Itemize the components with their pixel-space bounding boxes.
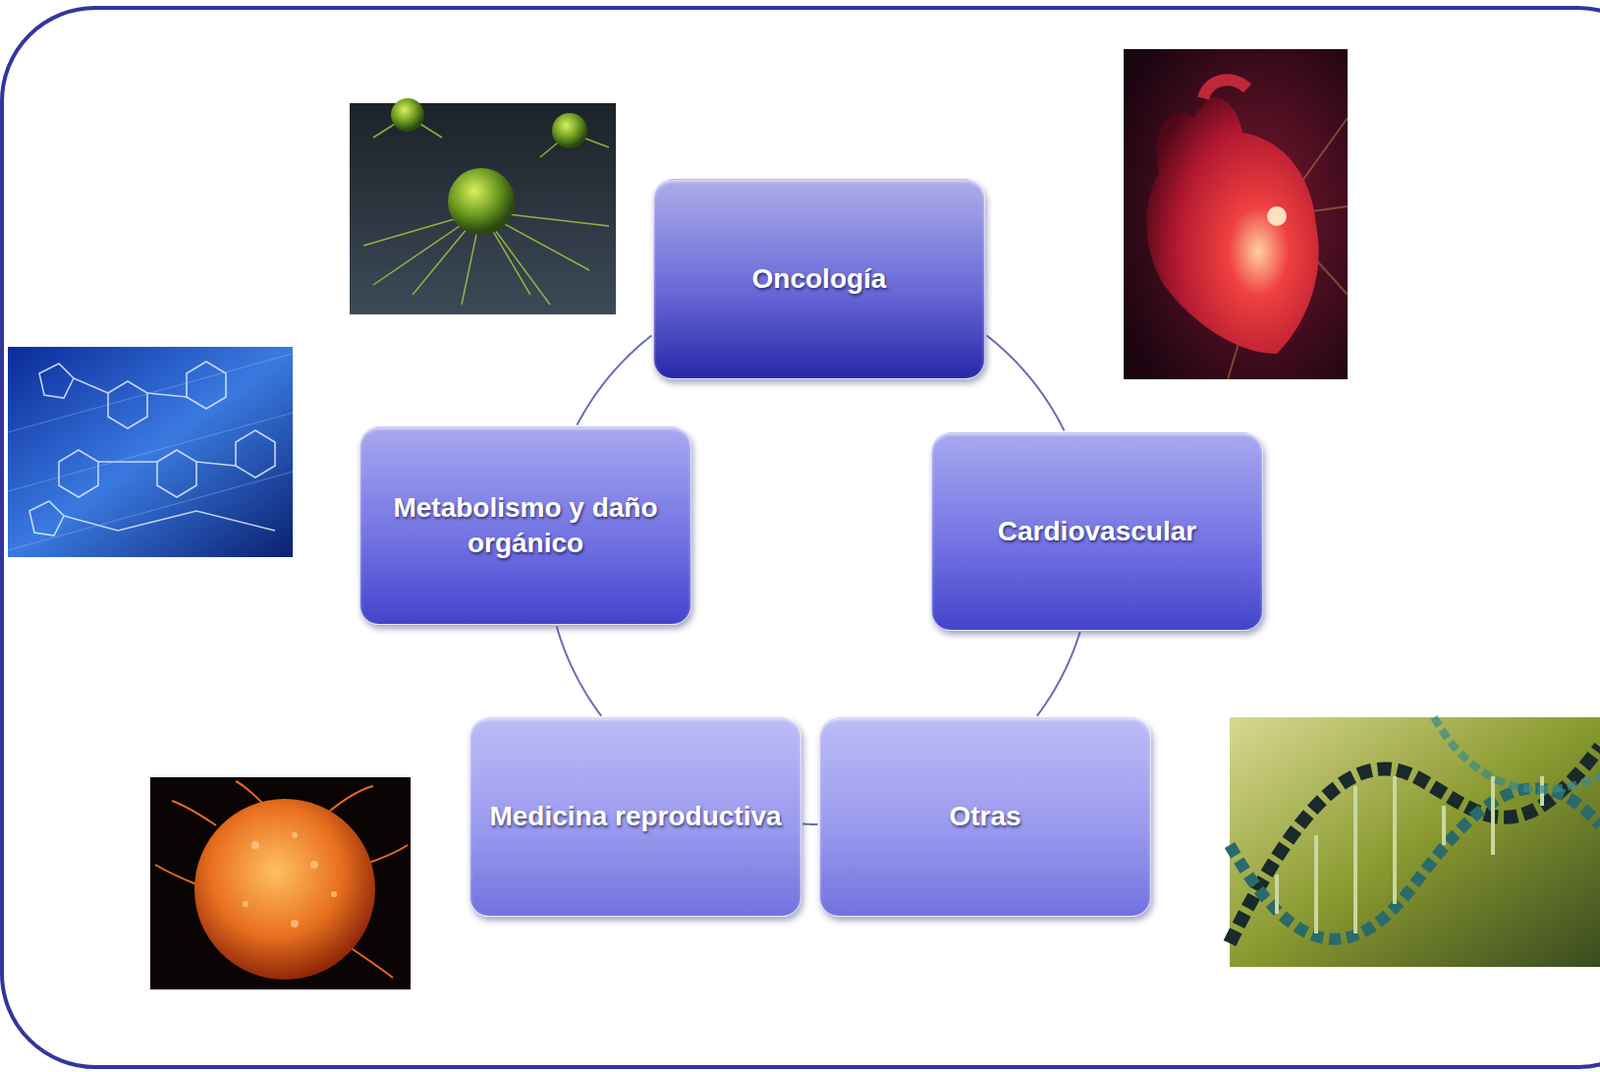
box-label: Otras [948,798,1021,834]
heart-image [1123,49,1348,380]
dna-image [1229,717,1600,967]
process-box: Cardiovascular [931,432,1264,631]
process-box: Metabolismo y daño orgánico [359,426,692,625]
box-label: Medicina reproductiva [489,798,781,834]
cycle-arc [987,334,1065,431]
cancer-cell-image [349,98,616,315]
frame [1,7,1600,1067]
process-box: Otras [819,717,1152,917]
box-label: Oncología [752,261,887,297]
process-box: Oncología [653,178,986,380]
cycle-arc [576,335,652,426]
cycle-arc [802,823,818,827]
chemistry-image [7,346,293,557]
box-label: Metabolismo y daño orgánico [378,490,673,562]
cycle-arc [1037,631,1081,716]
cycle-arc [556,626,603,717]
box-label: Cardiovascular [997,513,1197,550]
process-box: Medicina reproductiva [469,717,802,917]
egg-cell-image [150,776,411,990]
